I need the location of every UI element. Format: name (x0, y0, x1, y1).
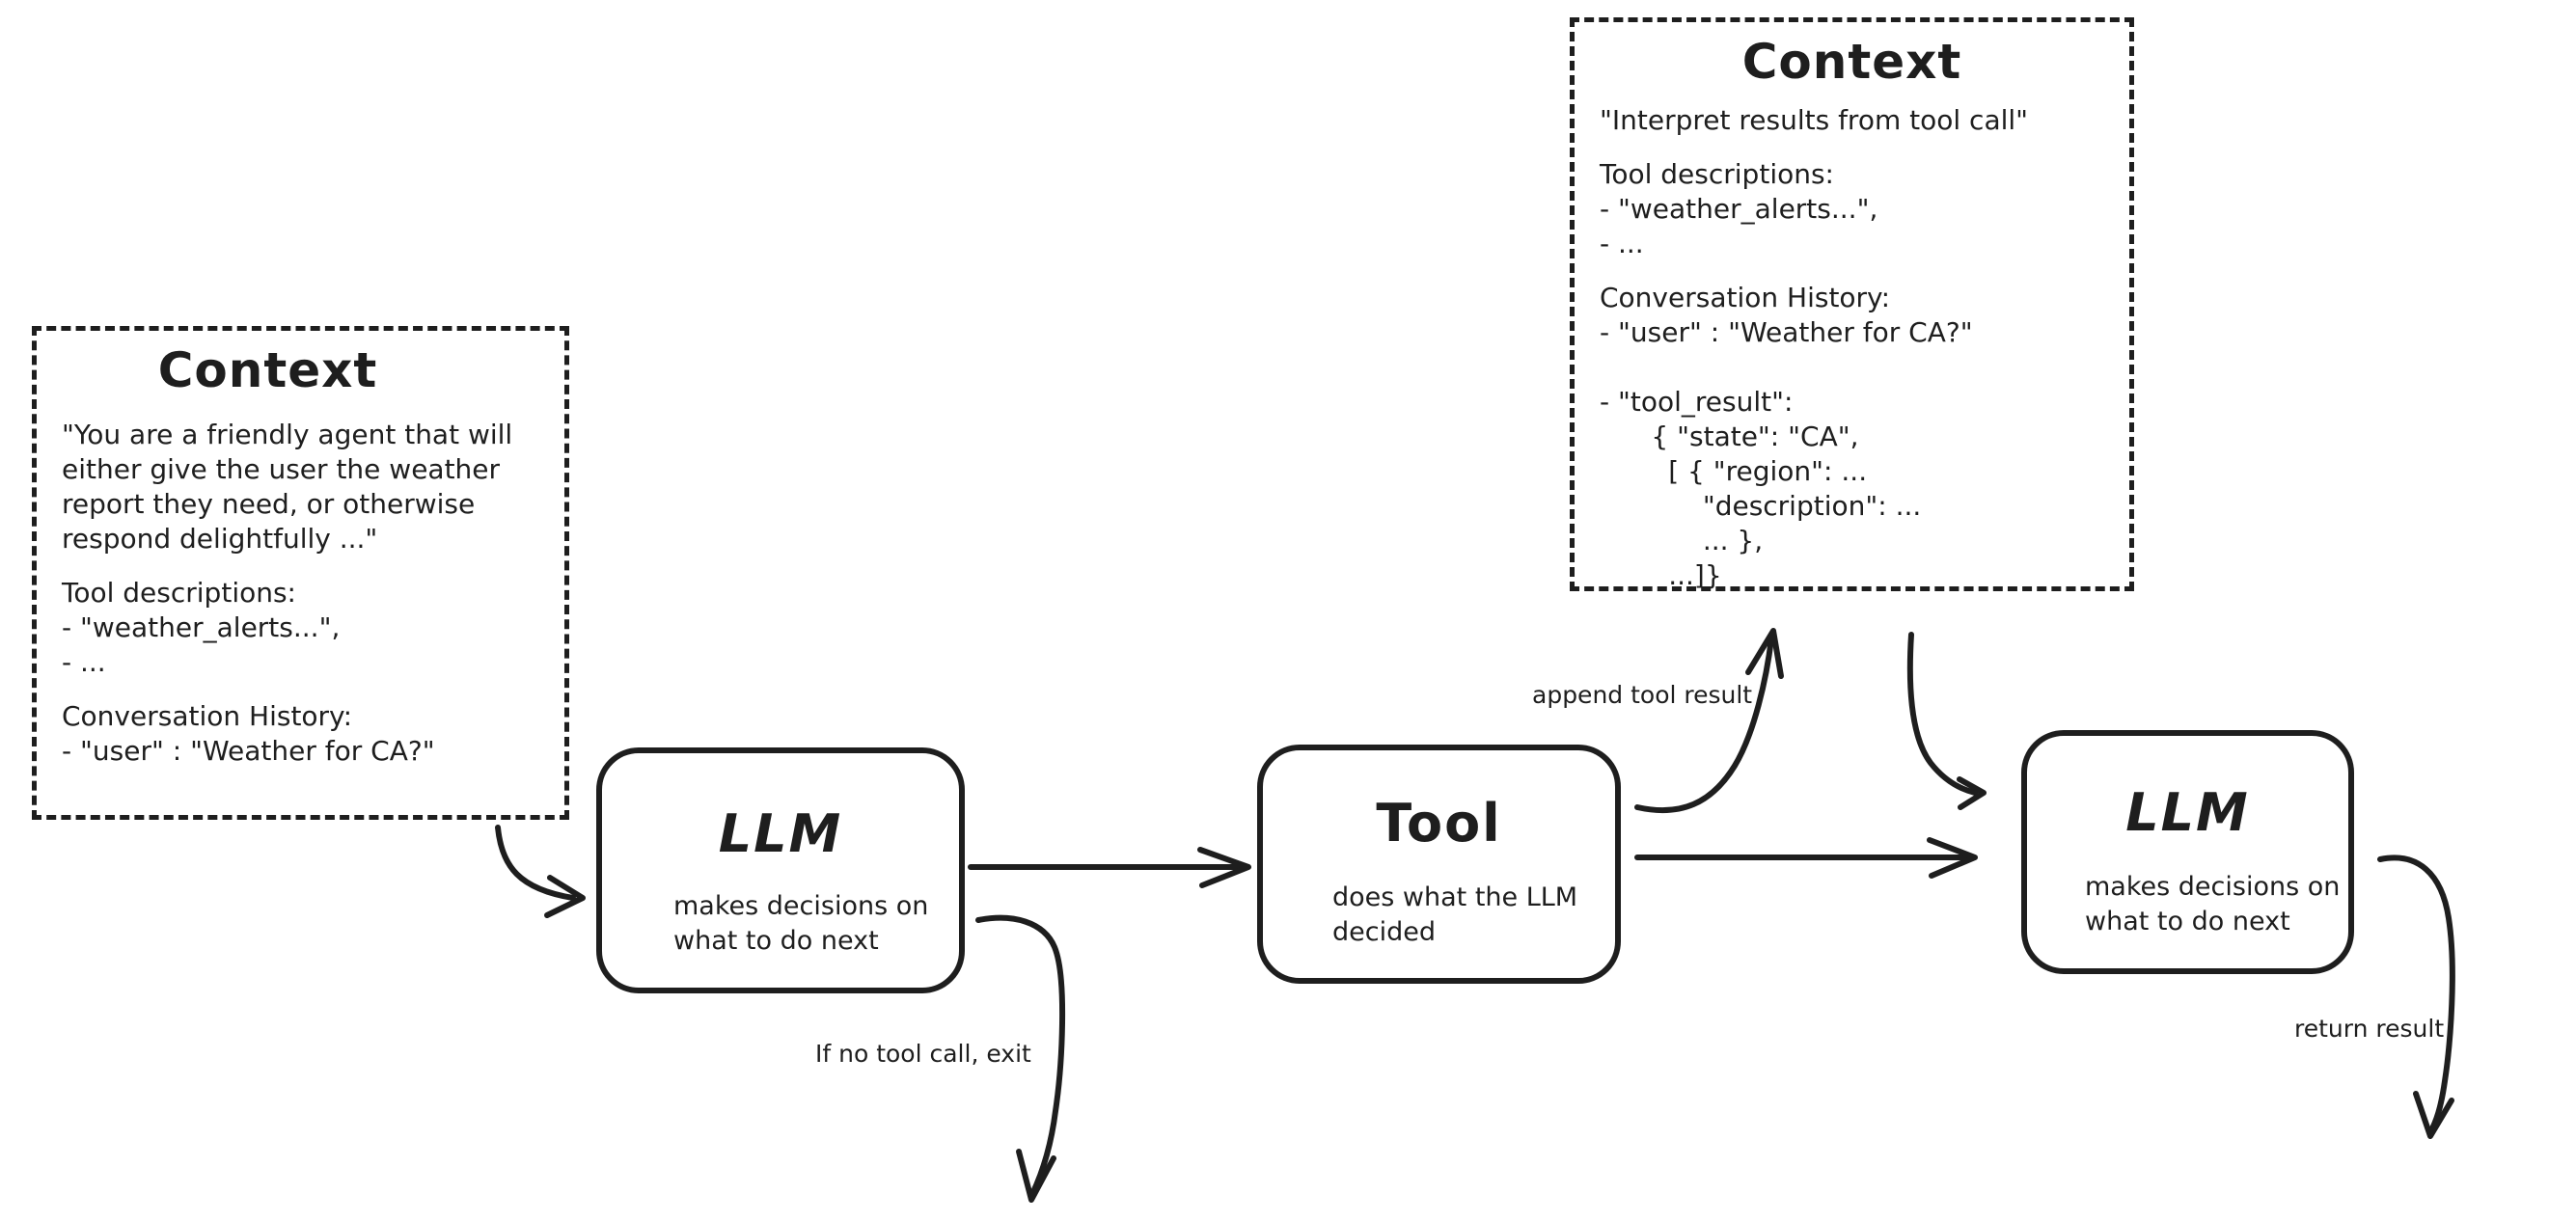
tool-node: Tool does what the LLM decided (1257, 745, 1621, 984)
arrow-context-left-to-llm1-icon (495, 825, 586, 918)
conversation-history-text: Conversation History: - "user" : "Weathe… (62, 700, 435, 767)
tool-descriptions-text: Tool descriptions: - "weather_alerts..."… (62, 577, 341, 678)
context-box-initial: Context "You are a friendly agent that w… (32, 326, 569, 820)
tool-node-subtitle: does what the LLM decided (1332, 882, 1578, 947)
arrow-tool-to-llm2-icon (1634, 837, 1978, 879)
edge-label-append-tool-result: append tool result (1532, 681, 1753, 709)
context-box-initial-title: Context (157, 342, 378, 398)
llm-node-second: LLM makes decisions on what to do next (2021, 730, 2354, 974)
context-box-after-tool-title: Context (1741, 34, 1962, 90)
interpret-instruction-text: "Interpret results from tool call" (1600, 104, 2029, 136)
llm-node-second-subtitle: makes decisions on what to do next (2085, 872, 2341, 936)
arrow-tool-to-context-right-icon (1634, 628, 1784, 813)
conversation-history-with-tool-result-text: Conversation History: - "user" : "Weathe… (1600, 282, 1973, 591)
system-prompt-text: "You are a friendly agent that will eith… (62, 419, 513, 555)
edge-label-return-result: return result (2294, 1015, 2445, 1043)
edge-label-if-no-tool-call-exit: If no tool call, exit (815, 1040, 1031, 1068)
tool-descriptions-text: Tool descriptions: - "weather_alerts..."… (1600, 158, 1878, 259)
arrow-llm2-return-icon (2377, 855, 2455, 1139)
llm-node-first-title: LLM (718, 803, 843, 864)
arrow-llm1-exit-icon (975, 914, 1066, 1203)
arrow-llm1-to-tool-icon (968, 847, 1251, 888)
llm-node-second-title: LLM (2125, 782, 2250, 843)
context-box-after-tool: Context "Interpret results from tool cal… (1570, 17, 2134, 591)
tool-node-title: Tool (1376, 793, 1502, 854)
llm-node-first: LLM makes decisions on what to do next (596, 747, 965, 993)
llm-node-first-subtitle: makes decisions on what to do next (673, 891, 929, 956)
arrow-context-right-to-llm2-icon (1906, 632, 1987, 810)
